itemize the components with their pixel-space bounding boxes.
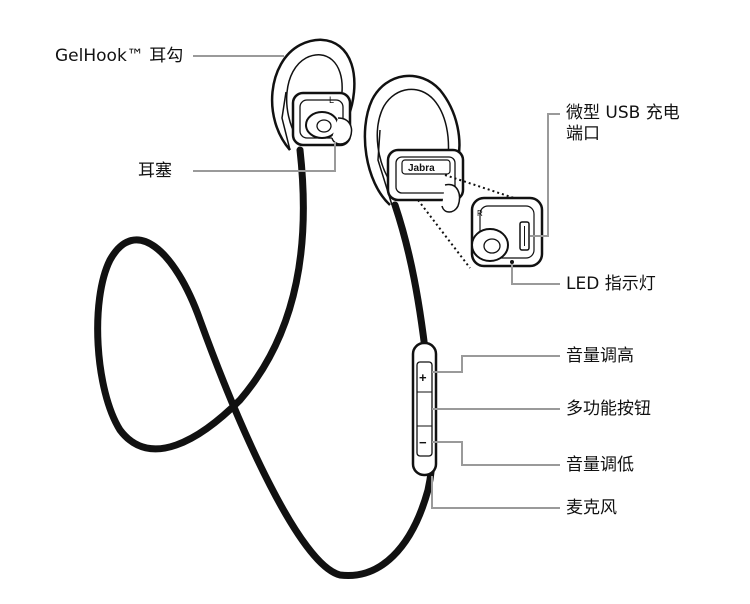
leader-volume-down xyxy=(432,441,560,466)
label-multifunction: 多功能按钮 xyxy=(566,399,651,419)
jabra-logo-plate xyxy=(401,159,451,175)
label-volume-up: 音量调高 xyxy=(566,346,634,366)
leader-microphone xyxy=(431,476,560,509)
right-gelhook xyxy=(363,74,461,206)
detail-eargel xyxy=(471,228,509,262)
minus-key: − xyxy=(419,435,427,450)
jabra-logo: Jabra xyxy=(408,163,435,174)
right-earbud: Jabra xyxy=(363,74,465,213)
led-indicator xyxy=(510,260,514,264)
left-earbud: L xyxy=(270,38,356,151)
label-microphone: 麦克风 xyxy=(566,498,617,518)
leader-eargel xyxy=(193,142,336,172)
label-gelhook: GelHook™ 耳勾 xyxy=(55,46,184,66)
inline-remote: + − xyxy=(411,341,438,477)
zoom-connector-bottom xyxy=(417,199,471,269)
zoom-connector-top xyxy=(444,174,521,201)
left-marker: L xyxy=(329,95,334,105)
label-usb-port-line2: 端口 xyxy=(566,124,600,144)
label-usb-port-line1: 微型 USB 充电 xyxy=(566,103,680,123)
label-eargel: 耳塞 xyxy=(138,161,172,181)
earbud-detail-view: R xyxy=(470,196,544,268)
label-volume-down: 音量调低 xyxy=(566,455,634,475)
leader-usb-port xyxy=(530,113,560,237)
leader-led xyxy=(511,264,560,285)
leader-volume-up xyxy=(432,355,560,373)
cable xyxy=(94,146,437,579)
leader-lines xyxy=(193,55,560,509)
label-led: LED 指示灯 xyxy=(566,274,656,294)
right-marker: R xyxy=(477,209,483,218)
plus-key: + xyxy=(419,370,427,385)
